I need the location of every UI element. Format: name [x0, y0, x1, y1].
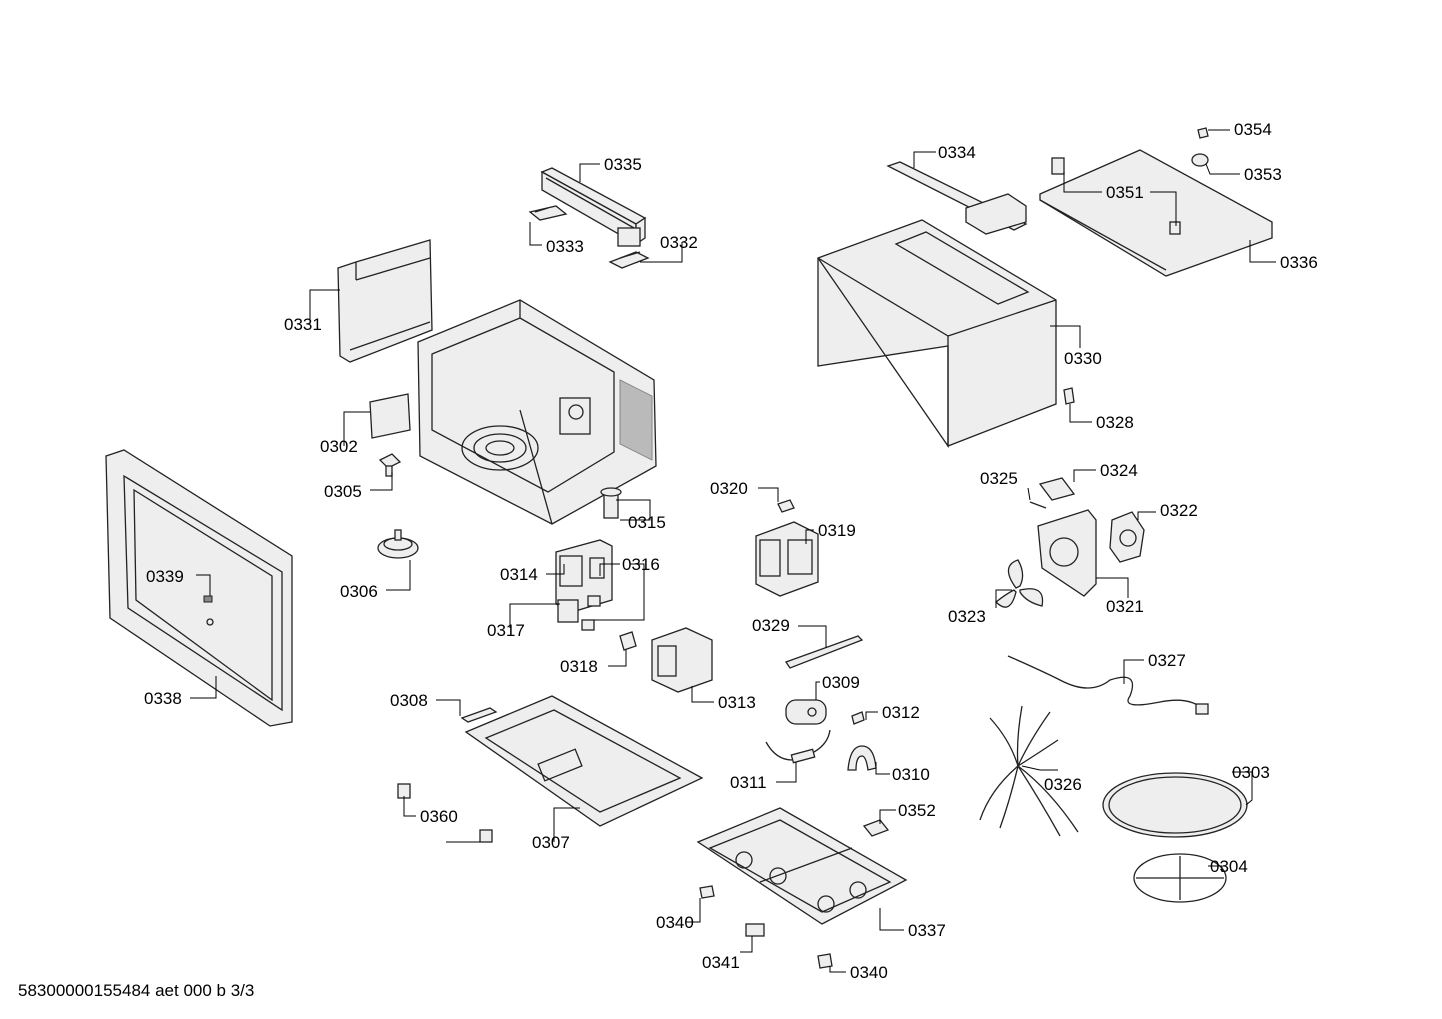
label-0341: 0341 [702, 953, 740, 972]
front-frame-0338-part [105, 449, 293, 727]
magnetron-0319-part [755, 521, 819, 597]
label-0352: 0352 [898, 801, 936, 820]
diode-0311-part [765, 729, 831, 764]
drawing-reference-footer: 58300000155484 aet 000 b 3/3 [18, 981, 255, 1000]
part-0353 [1191, 153, 1209, 167]
foot-0340b-part [817, 953, 833, 969]
label-0308: 0308 [390, 691, 428, 710]
part-0324 [1038, 477, 1076, 501]
label-0316: 0316 [622, 555, 660, 574]
label-0334: 0334 [938, 143, 976, 162]
label-0326: 0326 [1044, 775, 1082, 794]
coupler-0305-part [378, 453, 402, 477]
label-0336: 0336 [1280, 253, 1318, 272]
part-0325 [1029, 501, 1047, 509]
label-0339: 0339 [146, 567, 184, 586]
label-0319: 0319 [818, 521, 856, 540]
bracket-0310-part [847, 745, 877, 771]
label-0311: 0311 [730, 773, 767, 792]
oven-cavity-part [417, 299, 657, 525]
label-0328: 0328 [1096, 413, 1134, 432]
label-0321: 0321 [1106, 597, 1144, 616]
clip-0360a-part [397, 783, 411, 799]
label-0340-left: 0340 [656, 913, 694, 932]
part-0352 [862, 819, 890, 837]
part-0318 [619, 631, 637, 651]
label-0325: 0325 [980, 469, 1018, 488]
part-0354 [1197, 127, 1209, 139]
part-0328 [1063, 387, 1075, 405]
label-0305: 0305 [324, 482, 362, 501]
label-0331: 0331 [284, 315, 322, 334]
label-0360: 0360 [420, 807, 458, 826]
part-0308 [460, 707, 498, 723]
label-0324: 0324 [1100, 461, 1138, 480]
part-0320 [777, 499, 795, 513]
part-0329 [784, 635, 864, 669]
label-0323: 0323 [948, 607, 986, 626]
motor-0306-part [377, 529, 419, 559]
part-0341 [745, 923, 765, 937]
label-0303: 0303 [1232, 763, 1270, 782]
label-0313: 0313 [718, 693, 756, 712]
fan-duct-0321-part [1037, 509, 1097, 597]
roller-ring-0304-part [1133, 853, 1227, 903]
label-0322: 0322 [1160, 501, 1198, 520]
capacitor-0309-part [785, 699, 827, 725]
plate-0331-part [337, 239, 433, 363]
fan-motor-0322-part [1109, 511, 1145, 563]
label-0304: 0304 [1210, 857, 1248, 876]
leader-lines [190, 129, 1276, 973]
bracket-0332-part [608, 251, 650, 269]
bottom-tray-0337-part [696, 807, 908, 925]
bracket-0333-part [528, 205, 568, 221]
label-0320: 0320 [710, 479, 748, 498]
label-0317: 0317 [487, 621, 525, 640]
label-0332: 0332 [660, 233, 698, 252]
part-0315 [600, 487, 622, 519]
cover-plate-0302-part [369, 393, 411, 439]
label-0306: 0306 [340, 582, 378, 601]
foot-0340a-part [699, 885, 715, 899]
label-0312: 0312 [882, 703, 920, 722]
label-0302: 0302 [320, 437, 358, 456]
label-0307: 0307 [532, 833, 570, 852]
label-0353: 0353 [1244, 165, 1282, 184]
fan-blade-0323-part [995, 559, 1044, 608]
clip-0360b-part [479, 829, 493, 843]
label-0309: 0309 [822, 673, 860, 692]
part-0312 [851, 711, 865, 725]
label-0330: 0330 [1064, 349, 1102, 368]
power-cord-0327-part [1007, 655, 1209, 715]
label-0327: 0327 [1148, 651, 1186, 670]
glass-tray-0303-part [1102, 772, 1248, 838]
label-0338: 0338 [144, 689, 182, 708]
label-0310: 0310 [892, 765, 930, 784]
transformer-0313-part [651, 627, 713, 693]
label-0333: 0333 [546, 237, 584, 256]
label-0340-bottom: 0340 [850, 963, 888, 982]
wire-harness-0326-part [979, 705, 1079, 837]
label-0351: 0351 [1106, 183, 1144, 202]
base-plate-0307-part [464, 695, 704, 827]
part-0334-box [965, 193, 1027, 235]
outer-casing-0330-part [817, 219, 1057, 449]
label-0318: 0318 [560, 657, 598, 676]
label-0329: 0329 [752, 616, 790, 635]
switch-holder-part [555, 539, 613, 631]
heater-bar-part [540, 167, 647, 247]
label-0314: 0314 [500, 565, 538, 584]
label-0335: 0335 [604, 155, 642, 174]
label-0337: 0337 [908, 921, 946, 940]
label-0354: 0354 [1234, 120, 1272, 139]
top-cover-0336-part [1039, 149, 1273, 277]
label-0315: 0315 [628, 513, 666, 532]
